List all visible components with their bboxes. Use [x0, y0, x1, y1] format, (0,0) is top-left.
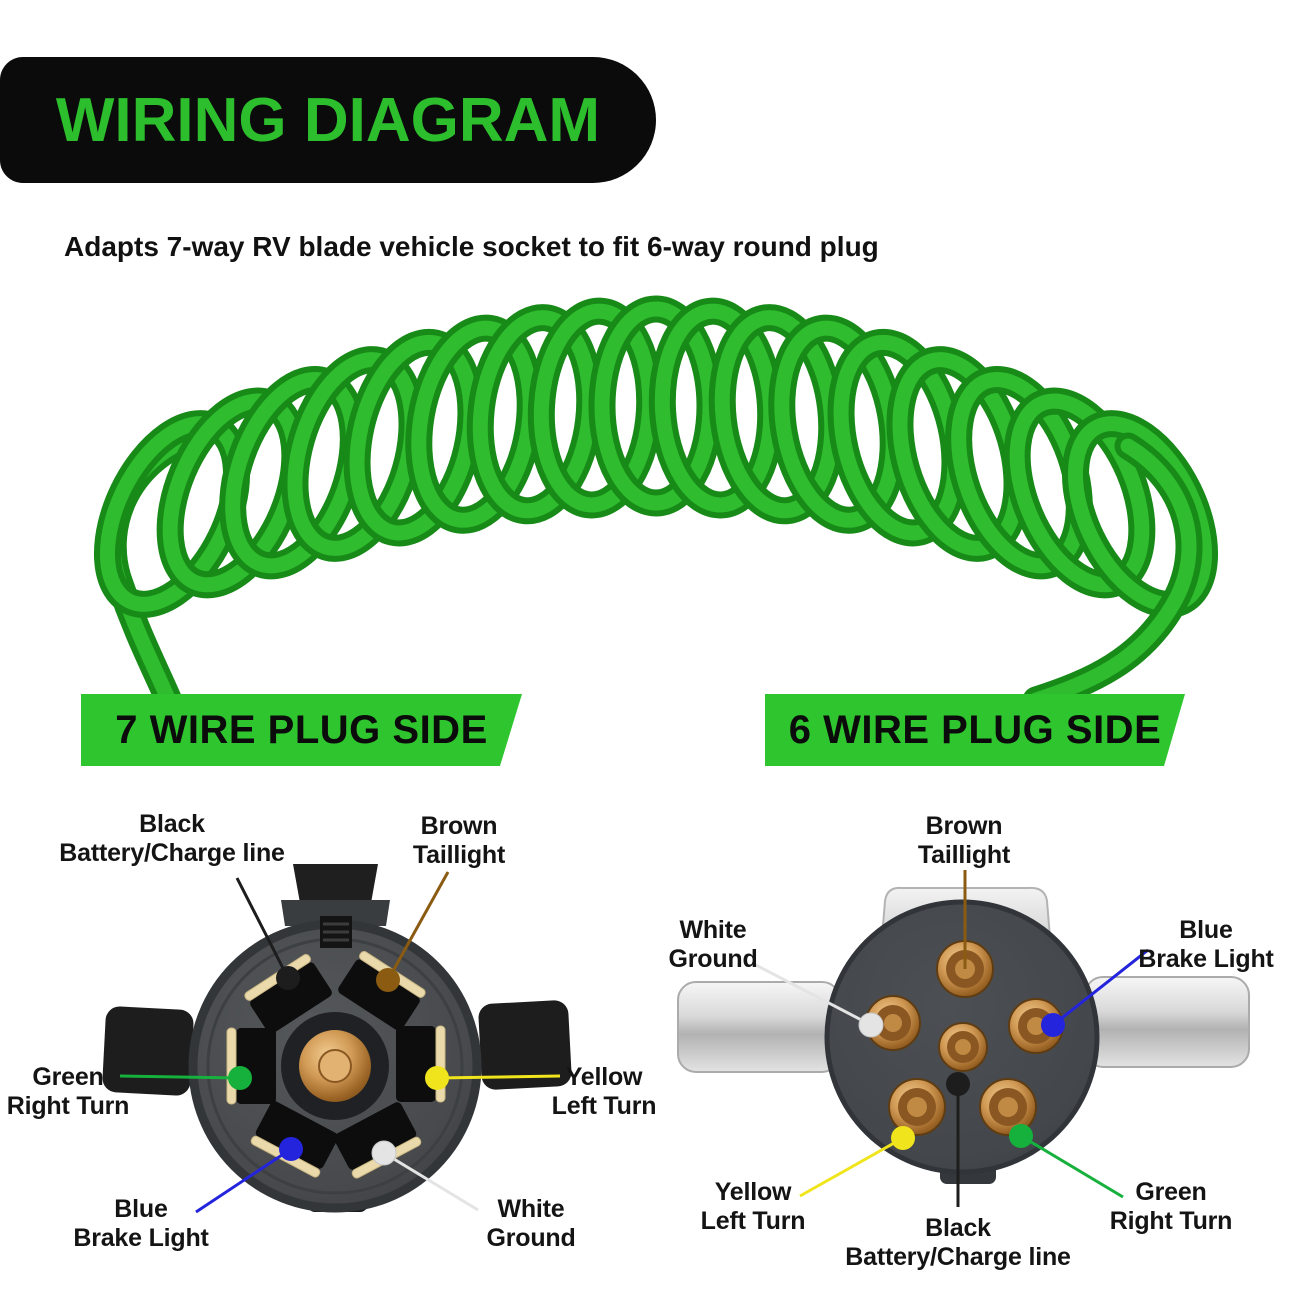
wire-function: Brake Light [73, 1224, 209, 1252]
wire-label-6way-black: Black Battery/Charge line [845, 1214, 1071, 1272]
wire-function: Right Turn [6, 1092, 130, 1120]
wire-function: Taillight [412, 841, 506, 869]
leader-line-6way-blue [1052, 948, 1149, 1027]
subtitle: Adapts 7-way RV blade vehicle socket to … [64, 231, 879, 262]
wire-color-name: Brown [925, 812, 1003, 840]
wire-color-name: Yellow [565, 1063, 643, 1091]
wire-function: Battery/Charge line [59, 839, 285, 867]
dot-6way-blue [1041, 1013, 1065, 1037]
wire-label-7way-brown: Brown Taillight [413, 812, 505, 870]
banner-6-wire-plug-side: 6 WIRE PLUG SIDE [765, 694, 1185, 766]
leader-line-7way-brown [386, 871, 450, 981]
plug7-left-wing [102, 1006, 194, 1096]
wire-color-name: White [497, 1195, 565, 1223]
wire-function: Right Turn [1109, 1207, 1233, 1235]
wire-color-name: Blue [1179, 916, 1233, 944]
pin-6way-bottom-right [979, 1078, 1037, 1136]
dot-6way-black [946, 1072, 970, 1096]
plug7-screw [320, 916, 352, 948]
cable-segment [1028, 438, 1197, 708]
wire-label-7way-blue: Blue Brake Light [73, 1195, 209, 1253]
dot-7way-green [228, 1066, 252, 1090]
wire-label-7way-yellow: Yellow Left Turn [552, 1063, 657, 1121]
coiled-cable [93, 295, 1219, 717]
wire-label-7way-white: White Ground [486, 1195, 575, 1253]
wire-label-6way-blue: Blue Brake Light [1138, 916, 1274, 974]
plug7-top-tab [293, 864, 378, 903]
plug6-right-bar [1084, 976, 1250, 1068]
dot-6way-yellow [891, 1126, 915, 1150]
leader-line-6way-yellow [799, 1136, 904, 1198]
dot-7way-yellow [425, 1066, 449, 1090]
cable-loop [472, 310, 598, 519]
wire-color-name: White [679, 916, 747, 944]
wire-color-name: Brown [420, 812, 498, 840]
wire-function: Taillight [917, 841, 1011, 869]
leader-line-7way-yellow [436, 1074, 561, 1080]
dot-6way-green [1009, 1124, 1033, 1148]
pin-6way-left [865, 995, 921, 1051]
plug7-center-pin [318, 1049, 352, 1083]
dot-7way-black [276, 966, 300, 990]
wire-function: Ground [668, 945, 758, 973]
dot-6way-white [858, 1012, 884, 1038]
wire-color-name: Black [925, 1214, 991, 1242]
dot-7way-white [371, 1140, 397, 1166]
leader-lines [119, 870, 1149, 1214]
title-banner: WIRING DIAGRAM [0, 57, 656, 183]
banner-6-label: 6 WIRE PLUG SIDE [788, 707, 1162, 752]
wire-color-name: Blue [114, 1195, 168, 1223]
wire-function: Left Turn [700, 1207, 806, 1235]
wire-label-6way-brown: Brown Taillight [918, 812, 1010, 870]
wire-color-name: Yellow [714, 1178, 792, 1206]
plug-6way-graphic [677, 886, 1250, 1184]
banner-7-wire-plug-side: 7 WIRE PLUG SIDE [81, 694, 522, 766]
plug-7way-graphic [102, 864, 572, 1213]
wire-label-6way-white: White Ground [668, 916, 757, 974]
wire-function: Ground [486, 1224, 576, 1252]
wire-function: Brake Light [1138, 945, 1274, 973]
wire-label-6way-green: Green Right Turn [1110, 1178, 1233, 1236]
wire-label-7way-black: Black Battery/Charge line [59, 810, 285, 868]
leader-line-6way-green [1020, 1134, 1124, 1199]
blade-slot-left [226, 1027, 276, 1105]
leader-line-6way-white [751, 961, 872, 1027]
marker-dots [228, 966, 1065, 1166]
wire-color-name: Black [139, 810, 205, 838]
leader-line-7way-white [383, 1151, 479, 1212]
wire-color-name: Green [32, 1063, 104, 1091]
blade-slot-right [396, 1025, 446, 1103]
cable-loop [349, 334, 479, 541]
leader-line-7way-black [235, 877, 290, 979]
wire-function: Battery/Charge line [845, 1243, 1071, 1271]
wire-color-name: Green [1135, 1178, 1207, 1206]
plug7-top-collar [281, 900, 390, 926]
leader-line-7way-blue [195, 1147, 292, 1214]
wire-label-6way-yellow: Yellow Left Turn [701, 1178, 806, 1236]
wire-function: Left Turn [551, 1092, 657, 1120]
pin-6way-bottom-left [888, 1078, 946, 1136]
pin-6way-center [938, 1022, 988, 1072]
dot-7way-blue [279, 1137, 303, 1161]
page-title: WIRING DIAGRAM [55, 85, 601, 155]
dot-7way-brown [376, 968, 400, 992]
banner-7-label: 7 WIRE PLUG SIDE [115, 707, 488, 752]
leader-line-7way-green [119, 1074, 241, 1080]
cable-loop [411, 320, 538, 528]
wire-label-7way-green: Green Right Turn [7, 1063, 130, 1121]
plug7-right-wing [478, 1000, 572, 1090]
